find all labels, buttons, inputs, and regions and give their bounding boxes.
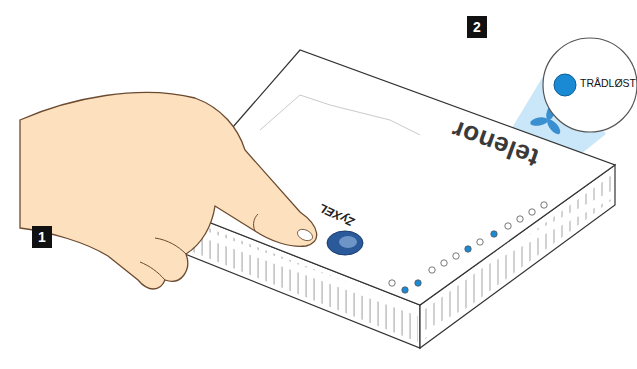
led-label: TRÅDLØST xyxy=(580,77,636,89)
led-row xyxy=(389,202,547,293)
led-dot xyxy=(554,74,576,96)
finger-crease xyxy=(140,262,165,280)
finger-crease xyxy=(155,238,186,254)
hand xyxy=(20,92,317,289)
wps-button xyxy=(339,236,357,248)
fingernail xyxy=(296,227,315,243)
finger-crease xyxy=(254,214,258,231)
wps-button xyxy=(327,231,363,255)
callout-number: 2 xyxy=(467,16,487,38)
panel-line xyxy=(260,95,420,135)
callout-number: 1 xyxy=(32,226,52,248)
magnified-led: TRÅDLØST xyxy=(542,37,637,133)
